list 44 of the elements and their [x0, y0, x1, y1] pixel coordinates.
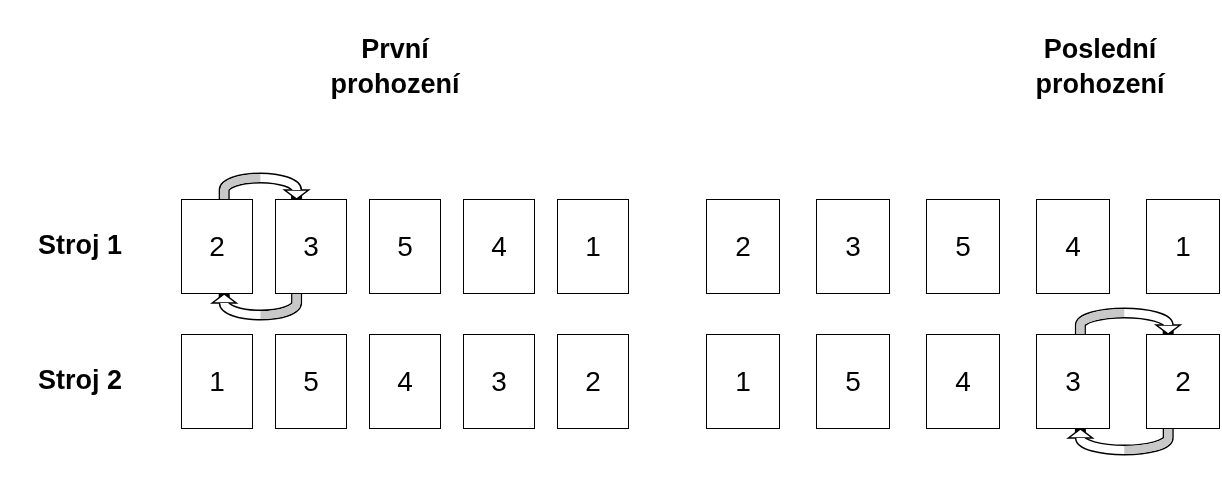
- number-box: [557, 334, 629, 429]
- number-box: [706, 199, 780, 294]
- box-number: 5: [955, 230, 971, 263]
- number-box: [463, 334, 535, 429]
- row-label: Stroj 2: [37, 364, 123, 397]
- box-number: 4: [955, 365, 971, 398]
- box-number: 1: [1175, 230, 1191, 263]
- number-box: [926, 334, 1000, 429]
- number-box: [706, 334, 780, 429]
- box-number: 4: [1065, 230, 1081, 263]
- row-label: Stroj 1: [37, 229, 123, 262]
- box-number: 2: [209, 230, 225, 263]
- number-box: [926, 199, 1000, 294]
- number-box: [181, 199, 253, 294]
- box-number: 2: [735, 230, 751, 263]
- number-box: [369, 199, 441, 294]
- number-box: [275, 199, 347, 294]
- box-number: 4: [491, 230, 507, 263]
- number-box: [275, 334, 347, 429]
- box-number: 5: [845, 365, 861, 398]
- box-number: 1: [735, 365, 751, 398]
- number-box: [181, 334, 253, 429]
- number-box: [816, 334, 890, 429]
- box-number: 1: [585, 230, 601, 263]
- column-heading: První prohození: [329, 33, 461, 102]
- number-box: [1146, 334, 1220, 429]
- box-number: 1: [209, 365, 225, 398]
- number-box: [1036, 334, 1110, 429]
- number-box: [463, 199, 535, 294]
- box-number: 3: [303, 230, 319, 263]
- number-box: [1146, 199, 1220, 294]
- box-number: 5: [397, 230, 413, 263]
- box-number: 2: [1175, 365, 1191, 398]
- box-number: 3: [491, 365, 507, 398]
- number-box: [369, 334, 441, 429]
- box-number: 4: [397, 365, 413, 398]
- column-heading: Poslední prohození: [1034, 33, 1166, 102]
- box-number: 3: [845, 230, 861, 263]
- box-number: 5: [303, 365, 319, 398]
- box-number: 2: [585, 365, 601, 398]
- number-box: [816, 199, 890, 294]
- number-box: [557, 199, 629, 294]
- box-number: 3: [1065, 365, 1081, 398]
- number-box: [1036, 199, 1110, 294]
